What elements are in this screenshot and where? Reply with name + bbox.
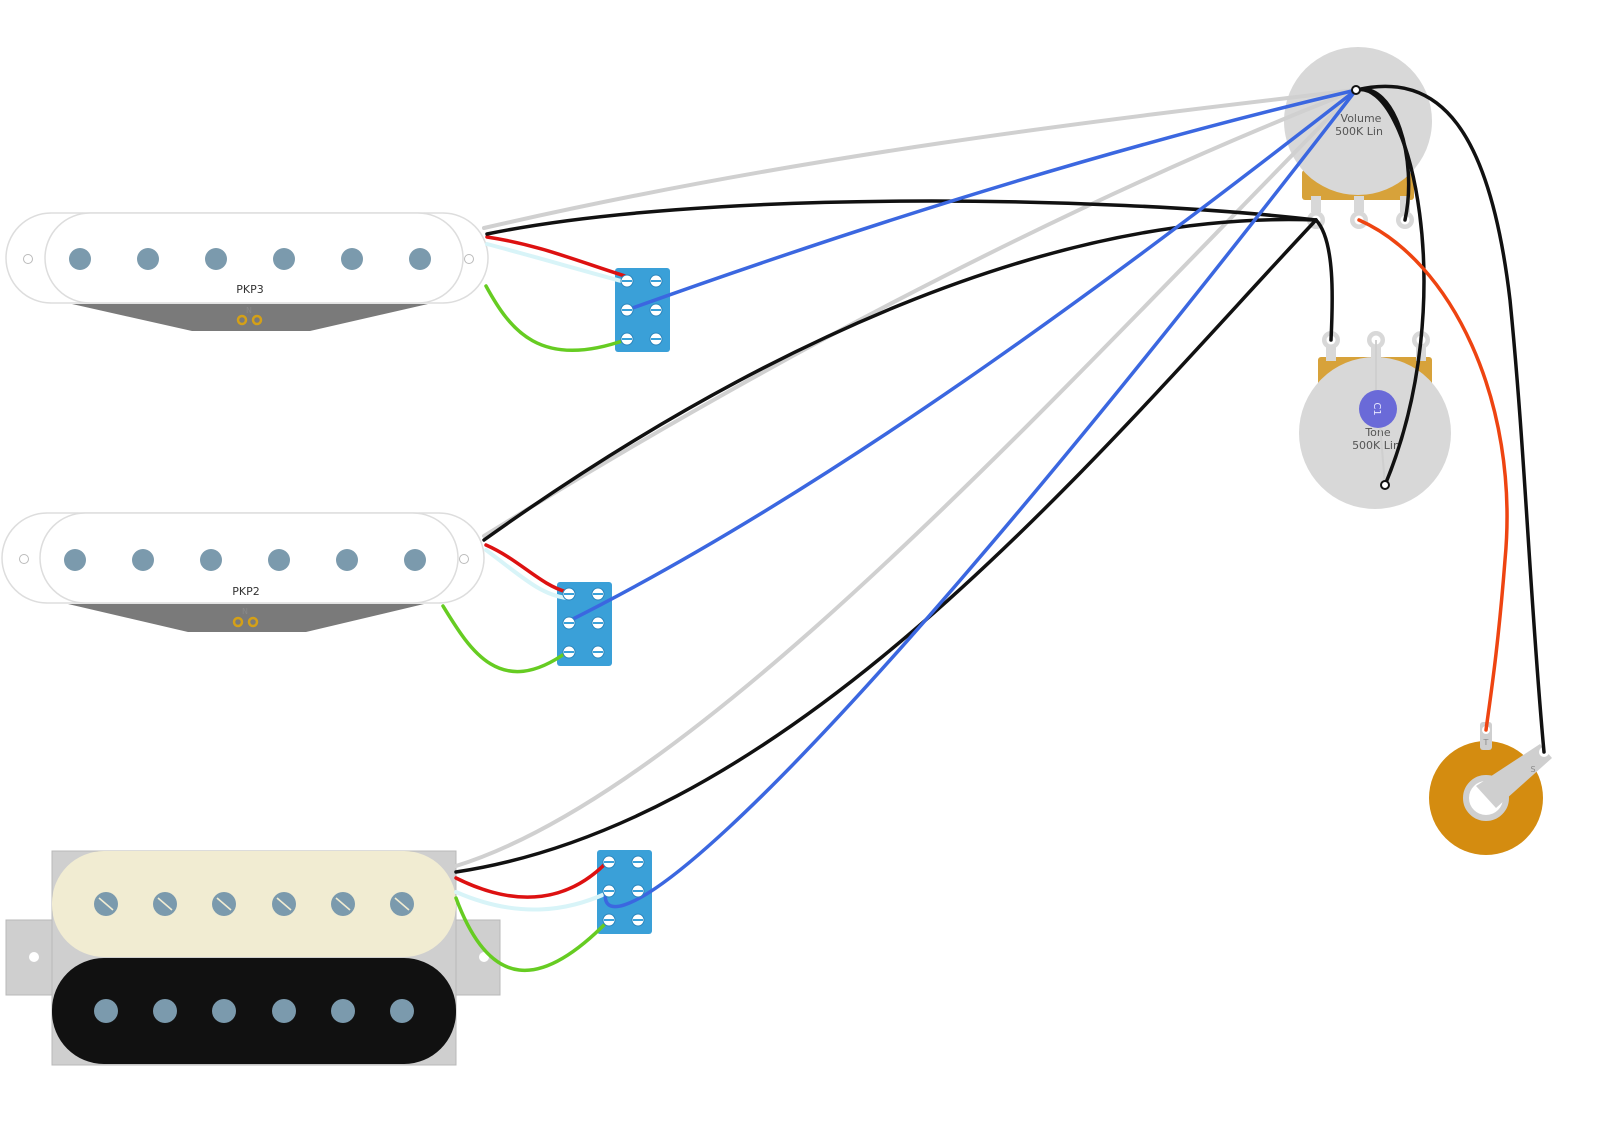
wire-pkp3-green (484, 284, 627, 353)
wire-hb-red (454, 860, 609, 899)
pkp3-base-plate (72, 304, 428, 331)
wire-switch1-blue (603, 88, 1358, 909)
capacitor-c1: C1 (1359, 390, 1397, 428)
pkp3-cover (44, 212, 464, 304)
switch-pkp3-terminals (620, 274, 663, 346)
pkp2-mount-hole-left (19, 554, 29, 564)
wire-pkp2-white (482, 88, 1358, 538)
pole-piece (132, 549, 154, 571)
jack-sleeve-lug (1476, 744, 1552, 808)
pole-piece (200, 549, 222, 571)
tone-pot-junction (1380, 480, 1390, 490)
humbucker-screw-poles (94, 892, 414, 916)
wire-switch2-blue (565, 88, 1358, 624)
wire-output-orange (1357, 218, 1509, 732)
pole-piece (409, 248, 431, 270)
switch-pkp2-body (557, 582, 612, 666)
pkp3-mount-hole-left (23, 254, 33, 264)
pole-piece (336, 549, 358, 571)
capacitor-lead (1375, 340, 1386, 486)
wire-pkp3-red (485, 235, 627, 278)
switch-pkp3-body (615, 268, 670, 352)
volume-pot-body (1284, 47, 1432, 195)
wire-pkp3-cyan (485, 242, 627, 284)
pkp2-solder-pad (247, 616, 259, 628)
slug-pole (212, 999, 236, 1023)
wire-ground-to-jack (1354, 84, 1546, 754)
volume-pot-label-name: Volume (1341, 112, 1382, 125)
switch-pkp2-terminals (562, 587, 605, 659)
wire-hb-black (454, 218, 1318, 874)
wire-pkp3-white (482, 88, 1358, 230)
volume-pot-label-value: 500K Lin (1335, 125, 1383, 138)
wire-pkp2-green (441, 604, 569, 674)
slug-pole (272, 999, 296, 1023)
wire-hb-white (454, 88, 1358, 868)
pole-piece (404, 549, 426, 571)
pkp3-solder-pad (251, 314, 263, 326)
wire-vol-tone-ground (1314, 218, 1334, 342)
volume-pot-lugs (1307, 196, 1414, 229)
pkp3-label: PKP3 (236, 283, 263, 296)
tone-pot: Tone 500K Lin C1 (1299, 331, 1451, 509)
slug-pole (94, 999, 118, 1023)
humbucker-slug-poles (94, 999, 414, 1023)
capacitor-body (1359, 390, 1397, 428)
pkp2-mount-hole-right (459, 554, 469, 564)
pole-piece (137, 248, 159, 270)
jack-tip-label: T (1483, 738, 1489, 747)
slug-pole (331, 999, 355, 1023)
wire-pkp2-cyan (484, 548, 569, 600)
wire-hb-cyan (454, 890, 609, 912)
pkp3-solder-pad (236, 314, 248, 326)
capacitor-label: C1 (1371, 402, 1382, 415)
switch-humbucker-body (597, 850, 652, 934)
switch-pkp3 (615, 268, 670, 352)
pickup-humbucker (5, 850, 501, 1066)
wire-pkp2-black (482, 217, 1318, 542)
pole-piece (341, 248, 363, 270)
tone-pot-label-name: Tone (1364, 426, 1391, 439)
pkp2-base-plate (68, 604, 424, 632)
volume-pot-junction (1351, 85, 1361, 95)
wire-pkp3-black (485, 199, 1318, 236)
pkp2-solder-pad (232, 616, 244, 628)
pole-piece (268, 549, 290, 571)
pole-piece (273, 248, 295, 270)
switch-humbucker-terminals (602, 855, 645, 927)
pole-piece (69, 248, 91, 270)
switch-humbucker (597, 850, 652, 934)
humbucker-coil-black (52, 958, 456, 1064)
pickup-pkp3: PKP3 N (5, 212, 489, 331)
pkp2-polarity-label: N (242, 607, 248, 616)
switch-pkp2 (557, 582, 612, 666)
slug-pole (390, 999, 414, 1023)
output-jack: T S (1429, 722, 1552, 855)
pole-piece (205, 248, 227, 270)
tone-pot-label-value: 500K Lin (1352, 439, 1400, 452)
wire-hb-green (454, 896, 609, 972)
humbucker-coil-cream (52, 851, 456, 957)
pkp2-label: PKP2 (232, 585, 259, 598)
pkp2-cover (39, 512, 459, 604)
slug-pole (153, 999, 177, 1023)
pole-piece (64, 549, 86, 571)
wire-switch3-blue (625, 88, 1358, 312)
pickup-pkp2: PKP2 N (1, 512, 485, 632)
pkp3-polarity-label: N (246, 306, 252, 315)
wire-pkp2-red (484, 543, 569, 594)
wires (441, 84, 1546, 972)
pkp3-mount-hole-right (464, 254, 474, 264)
jack-sleeve-label: S (1530, 765, 1535, 774)
wire-vol-to-tone-wiper (1354, 88, 1426, 487)
humbucker-mount-hole (29, 952, 39, 962)
